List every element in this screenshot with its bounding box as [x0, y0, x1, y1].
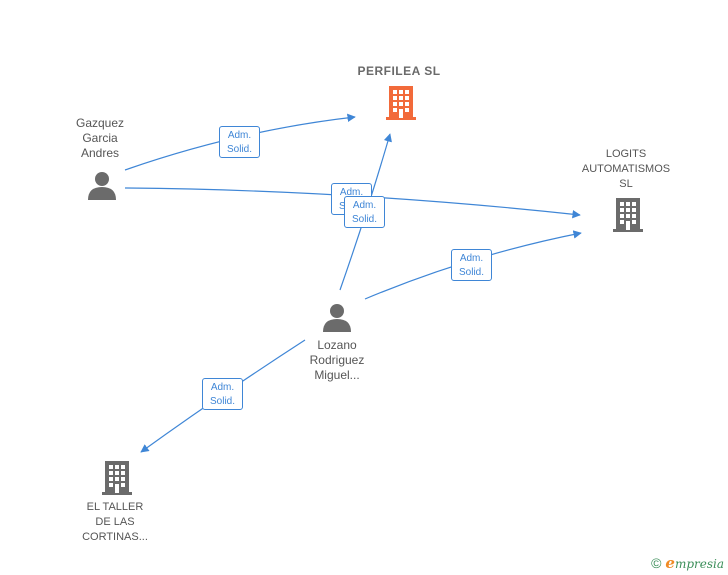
building-icon[interactable] — [100, 459, 134, 495]
badge-line: Adm. — [339, 187, 364, 198]
label-line: Gazquez — [75, 116, 125, 130]
badge-line: Solid. — [351, 214, 377, 225]
label-line: EL TALLER — [86, 501, 144, 513]
badge-line: Adm. — [459, 253, 484, 264]
copyright-icon: © — [651, 555, 662, 571]
label-line: CORTINAS... — [82, 531, 148, 543]
label-line: LOGITS — [605, 148, 647, 160]
building-icon[interactable] — [384, 84, 418, 120]
label-line: AUTOMATISMOS — [581, 163, 671, 175]
node-label-logits[interactable]: LOGITS AUTOMATISMOS SL — [570, 147, 682, 192]
edge-label-lozano-logits[interactable]: Adm. Solid. — [451, 249, 492, 281]
edge-label-gazquez-perfilea[interactable]: Adm. Solid. — [219, 126, 260, 158]
node-label-lozano[interactable]: Lozano Rodriguez Miguel... — [290, 338, 384, 383]
building-icon[interactable] — [611, 196, 645, 232]
label-line: DE LAS — [95, 516, 135, 528]
label-line: Rodriguez — [309, 353, 365, 367]
edge-label-lozano-perfilea[interactable]: Adm. Solid. — [344, 196, 385, 228]
badge-line: Adm. — [227, 130, 252, 141]
brand-initial: e — [665, 554, 675, 572]
badge-line: Adm. — [210, 382, 235, 393]
node-label-perfilea[interactable]: PERFILEA SL — [357, 64, 441, 78]
label-line: Andres — [80, 146, 120, 160]
badge-line: Solid. — [458, 267, 484, 278]
edge-label-lozano-taller[interactable]: Adm. Solid. — [202, 378, 243, 410]
badge-line: Solid. — [226, 144, 252, 155]
badge-line: Adm. — [352, 200, 377, 211]
brand-logo: empresia — [665, 554, 724, 572]
badge-line: Solid. — [209, 396, 235, 407]
brand-name: mpresia — [674, 557, 724, 571]
person-icon[interactable] — [87, 170, 117, 200]
node-label-gazquez[interactable]: Gazquez Garcia Andres — [56, 116, 144, 161]
label-line: Garcia — [82, 131, 118, 145]
label-line: SL — [619, 178, 633, 190]
label-line: Lozano — [317, 338, 357, 352]
node-label-taller[interactable]: EL TALLER DE LAS CORTINAS... — [60, 500, 170, 545]
label-line: Miguel... — [314, 368, 360, 382]
footer-brand: © empresia — [651, 554, 724, 572]
person-icon[interactable] — [322, 302, 352, 332]
